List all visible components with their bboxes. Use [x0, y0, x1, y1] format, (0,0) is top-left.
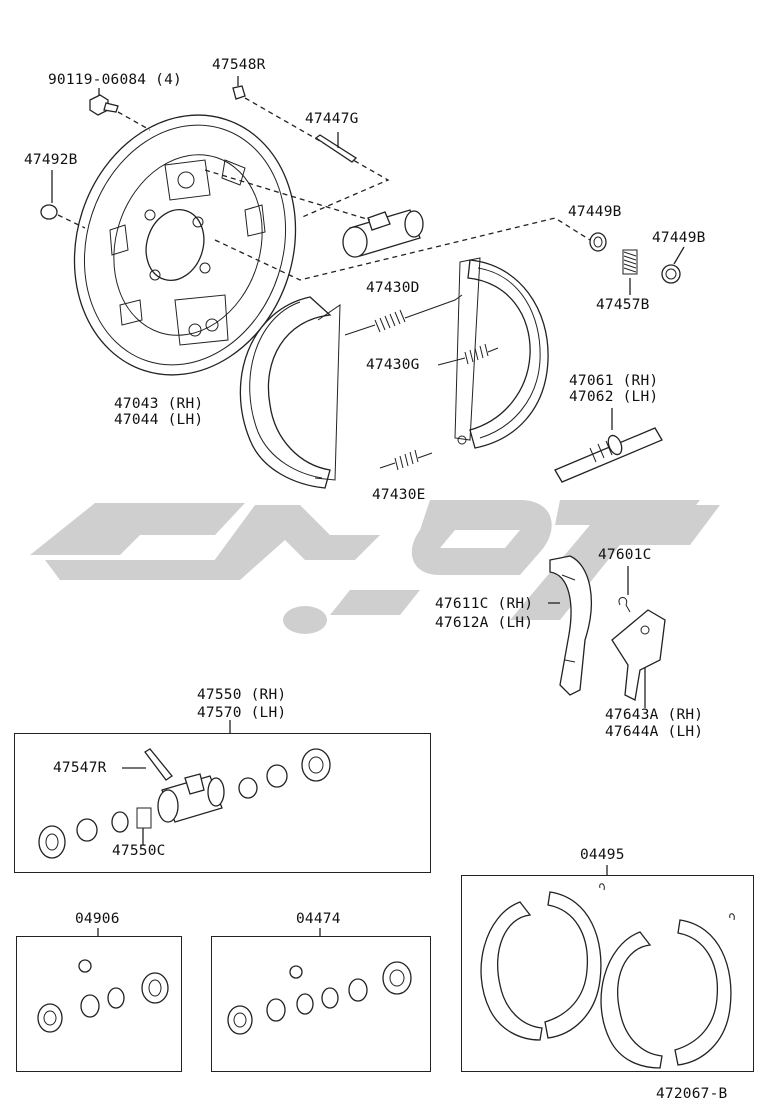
label-lever2-rh: 47643A (RH) [605, 707, 704, 723]
cylinder-assembly-box [14, 733, 431, 873]
label-boot-a: 47449B [568, 204, 622, 220]
label-pin: 47447G [305, 111, 359, 127]
wheel-cylinder-top-drawing [204, 169, 591, 281]
label-kit-b: 04474 [296, 911, 341, 927]
adjuster-drawing [554, 408, 663, 483]
label-cup: 47550C [112, 843, 166, 859]
label-bolt: 90119-06084 (4) [48, 72, 182, 88]
label-lever-lh: 47612A (LH) [435, 615, 534, 631]
label-lever-rh: 47611C (RH) [435, 596, 534, 612]
bleeder-cap-drawing [232, 76, 390, 219]
label-cylinder-rh: 47550 (RH) [197, 687, 287, 703]
bolt-drawing [89, 88, 151, 131]
label-backing-rh: 47043 (RH) [114, 396, 204, 412]
label-adjuster-lh: 47062 (LH) [569, 389, 659, 405]
label-plug: 47492B [24, 152, 78, 168]
boots-spring-drawing [589, 232, 685, 295]
plug-drawing [40, 170, 86, 229]
cylinder-assembly-drawing [38, 720, 331, 859]
kit-04906-drawing [37, 928, 169, 1033]
label-spring-g: 47430G [366, 357, 420, 373]
pin-drawing [314, 132, 358, 163]
label-kit-shoe: 04495 [580, 847, 625, 863]
kit-04474-box [211, 936, 431, 1072]
label-lever2-lh: 47644A (LH) [605, 724, 704, 740]
backing-plate-drawing [73, 114, 297, 376]
label-kit-a: 04906 [75, 911, 120, 927]
label-spring-d: 47430D [366, 280, 420, 296]
label-spring-b: 47457B [596, 297, 650, 313]
label-spring-e: 47430E [372, 487, 426, 503]
label-backing-lh: 47044 (LH) [114, 412, 204, 428]
kit-04495-drawing [480, 865, 735, 1069]
label-bleeder: 47547R [53, 760, 107, 776]
label-clip: 47601C [598, 547, 652, 563]
label-cylinder-lh: 47570 (LH) [197, 705, 287, 721]
brake-shoe-right-drawing [454, 257, 549, 449]
brake-shoe-left-drawing [239, 296, 341, 489]
label-boot-b: 47449B [652, 230, 706, 246]
kit-04495-box [461, 875, 754, 1072]
label-adjuster-rh: 47061 (RH) [569, 373, 659, 389]
label-diagram-no: 472067-B [656, 1086, 728, 1102]
kit-04906-box [16, 936, 182, 1072]
levers-drawing [548, 555, 666, 708]
label-bleeder-cap: 47548R [212, 57, 266, 73]
springs-drawing [344, 294, 499, 471]
kit-04474-drawing [227, 928, 412, 1035]
